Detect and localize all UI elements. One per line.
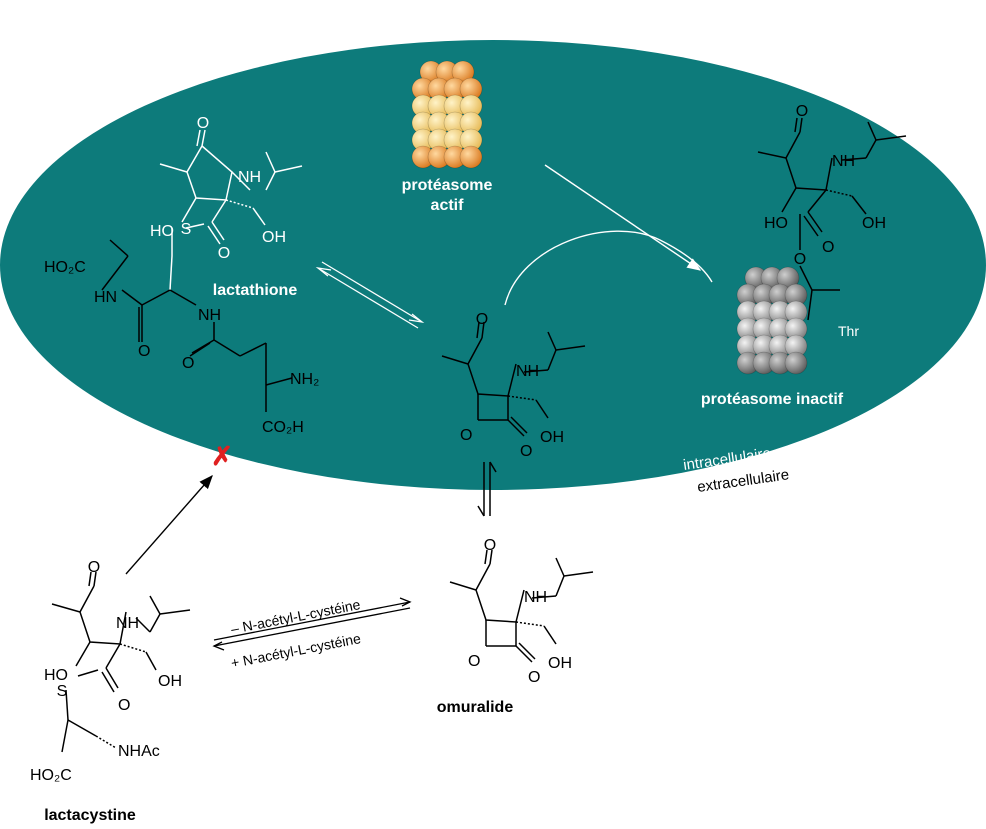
svg-text:O: O bbox=[138, 343, 150, 360]
svg-text:O: O bbox=[468, 653, 480, 670]
svg-text:O: O bbox=[796, 103, 808, 120]
omuralide-intracellular-atoms: O NH O OH O bbox=[460, 311, 564, 460]
svg-text:O: O bbox=[218, 245, 230, 262]
threonine-label: Thr bbox=[838, 323, 859, 339]
cell-membrane bbox=[0, 40, 986, 490]
svg-text:OH: OH bbox=[540, 429, 564, 446]
svg-text:OH: OH bbox=[262, 229, 286, 246]
inactive-proteasome-icon bbox=[736, 266, 808, 375]
equilibrium-nac bbox=[212, 597, 412, 651]
svg-text:O: O bbox=[460, 427, 472, 444]
svg-text:HO: HO bbox=[150, 223, 174, 240]
svg-text:HO₂C: HO₂C bbox=[30, 767, 72, 784]
svg-text:O: O bbox=[118, 697, 130, 714]
svg-text:O: O bbox=[197, 115, 209, 132]
lactacystine-atoms: O NH HO OH S O NHAc HO₂C bbox=[30, 559, 182, 784]
svg-text:CO₂H: CO₂H bbox=[262, 419, 304, 436]
svg-text:NHAc: NHAc bbox=[118, 743, 160, 760]
inactive-proteasome-atoms: O NH HO OH O O bbox=[764, 103, 886, 268]
lactathione-atoms: O NH HO OH S O bbox=[150, 115, 286, 262]
lactacystine-label: lactacystine bbox=[44, 807, 136, 824]
svg-text:S: S bbox=[57, 683, 68, 700]
svg-text:O: O bbox=[88, 559, 100, 576]
inactive-proteasome-label: protéasome inactif bbox=[701, 391, 844, 408]
arrow-lactacystine-uptake bbox=[125, 474, 213, 575]
svg-text:O: O bbox=[476, 311, 488, 328]
svg-text:NH: NH bbox=[524, 589, 547, 606]
lactathione-structure bbox=[159, 129, 303, 291]
svg-text:O: O bbox=[794, 251, 806, 268]
equilibrium-lactathione-omuralide bbox=[315, 261, 425, 329]
active-proteasome-label-1: protéasome bbox=[402, 177, 493, 194]
svg-text:HO: HO bbox=[764, 215, 788, 232]
active-proteasome-icon bbox=[411, 60, 483, 169]
omuralide-atoms: O NH O OH O bbox=[468, 537, 572, 686]
svg-text:OH: OH bbox=[862, 215, 886, 232]
svg-text:NH₂: NH₂ bbox=[290, 371, 319, 388]
lactathione-label: lactathione bbox=[213, 282, 298, 299]
svg-text:HO₂C: HO₂C bbox=[44, 259, 86, 276]
svg-text:NH: NH bbox=[198, 307, 221, 324]
svg-text:O: O bbox=[182, 355, 194, 372]
svg-text:NH: NH bbox=[238, 169, 261, 186]
svg-text:NH: NH bbox=[116, 615, 139, 632]
arrow-omuralide-acylation bbox=[504, 230, 713, 306]
equilibrium-membrane-crossing bbox=[477, 461, 497, 517]
svg-text:S: S bbox=[181, 221, 192, 238]
active-proteasome-label-2: actif bbox=[431, 197, 465, 214]
extracellular-label: extracellulaire bbox=[696, 466, 790, 496]
inactive-proteasome-structure bbox=[757, 117, 907, 321]
omuralide-intracellular-structure bbox=[441, 321, 586, 437]
lactacystine-structure bbox=[51, 571, 191, 753]
omuralide-structure bbox=[449, 549, 594, 663]
svg-text:O: O bbox=[484, 537, 496, 554]
glutathione-atoms: HO₂C HN NH O O NH₂ CO₂H bbox=[44, 259, 319, 436]
svg-text:NH: NH bbox=[516, 363, 539, 380]
plus-nac-label: + N-acétyl-L-cystéine bbox=[230, 630, 363, 671]
svg-text:HN: HN bbox=[94, 289, 117, 306]
svg-text:O: O bbox=[822, 239, 834, 256]
blocked-reaction-mark: ✗ bbox=[211, 441, 233, 471]
svg-text:OH: OH bbox=[548, 655, 572, 672]
glutathione-structure bbox=[101, 239, 293, 412]
proteasome-subunit bbox=[459, 145, 483, 169]
proteasome-subunit bbox=[784, 351, 808, 375]
omuralide-label: omuralide bbox=[437, 699, 514, 716]
svg-text:HO: HO bbox=[44, 667, 68, 684]
arrow-proteasome-inactivation bbox=[544, 164, 702, 271]
svg-text:OH: OH bbox=[158, 673, 182, 690]
svg-text:O: O bbox=[528, 669, 540, 686]
svg-text:O: O bbox=[520, 443, 532, 460]
svg-text:NH: NH bbox=[832, 153, 855, 170]
